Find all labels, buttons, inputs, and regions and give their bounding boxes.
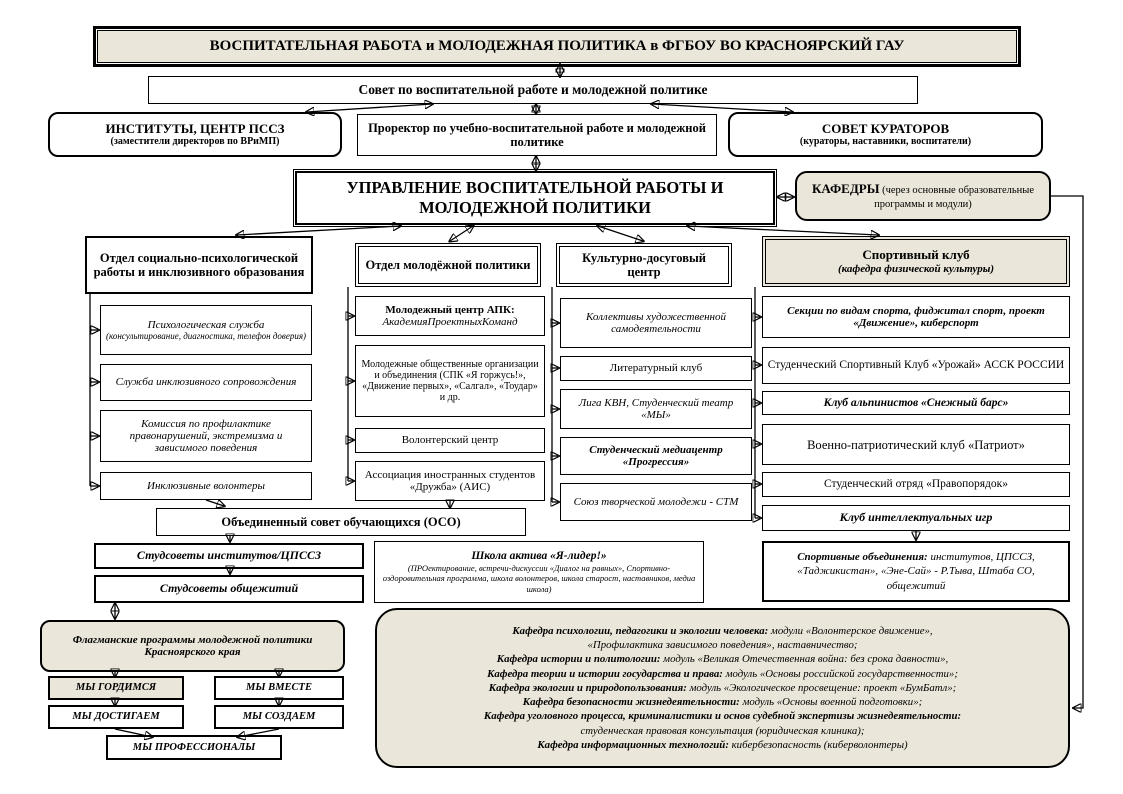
col-social-item-inclusive-volunteers: Инклюзивные волонтеры xyxy=(100,472,312,500)
col-social-item-psych-service: Психологическая служба (консультирование… xyxy=(100,305,312,355)
flagship-programs-box: Флагманские программы молодежной политик… xyxy=(40,620,345,672)
sport-associations-box: Спортивные объединения: институтов, ЦПСС… xyxy=(762,541,1070,602)
col-culture-item-collectives: Коллективы художественной самодеятельнос… xyxy=(560,298,752,348)
kafedra-details-box: Кафедра психологии, педагогики и экологи… xyxy=(375,608,1070,768)
we-achieve-box: МЫ ДОСТИГАЕМ xyxy=(48,705,184,729)
col-sport-item-intellectual-games: Клуб интеллектуальных игр xyxy=(762,505,1070,531)
kafedra-line-criminal-process: Кафедра уголовного процесса, криминалист… xyxy=(483,710,962,723)
col-youth-item-apk-center: Молодежный центр АПК: АкадемияПроектныхК… xyxy=(355,296,545,336)
col-culture-item-mediacenter: Студенческий медиацентр «Прогрессия» xyxy=(560,437,752,475)
col-sport-item-pravoporyadok: Студенческий отряд «Правопорядок» xyxy=(762,472,1070,497)
col-sport-item-ssk: Студенческий Спортивный Клуб «Урожай» АС… xyxy=(762,347,1070,384)
col-social-header: Отдел социально-психологической работы и… xyxy=(85,236,313,294)
col-social-item-commission: Комиссия по профилактике правонарушений,… xyxy=(100,410,312,462)
we-together-box: МЫ ВМЕСТЕ xyxy=(214,676,344,700)
col-sport-item-patriot: Военно-патриотический клуб «Патриот» xyxy=(762,424,1070,465)
col-youth-header: Отдел молодёжной политики xyxy=(355,243,541,287)
kafedra-line-life-safety: Кафедра безопасности жизнедеятельности: … xyxy=(522,696,923,709)
col-youth-item-organizations: Молодежные общественные организации и об… xyxy=(355,345,545,417)
col-culture-item-literary-club: Литературный клуб xyxy=(560,356,752,381)
council-box: Совет по воспитательной работе и молодеж… xyxy=(148,76,918,104)
studsovet-institutes-box: Студсоветы институтов/ЦПССЗ xyxy=(94,543,364,569)
col-culture-item-creative-union: Союз творческой молодежи - СТМ xyxy=(560,483,752,521)
col-sport-item-alpinists: Клуб альпинистов «Снежный барс» xyxy=(762,391,1070,415)
we-create-box: МЫ СОЗДАЕМ xyxy=(214,705,344,729)
col-sport-item-sections: Секции по видам спорта, фиджитал спорт, … xyxy=(762,296,1070,338)
management-box: УПРАВЛЕНИЕ ВОСПИТАТЕЛЬНОЙ РАБОТЫ И МОЛОД… xyxy=(292,168,778,228)
kafedra-line-criminal-process-cont: студенческая правовая консультация (юрид… xyxy=(580,724,865,737)
col-sport-header: Спортивный клуб (кафедра физической куль… xyxy=(762,236,1070,287)
kafedra-line-history: Кафедра истории и политологии: модуль «В… xyxy=(496,653,949,666)
kafedra-line-ecology: Кафедра экологии и природопользования: м… xyxy=(488,681,957,694)
we-proud-box: МЫ ГОРДИМСЯ xyxy=(48,676,184,700)
prorector-box: Проректор по учебно-воспитательной работ… xyxy=(357,114,717,156)
col-youth-item-volunteer-center: Волонтерский центр xyxy=(355,428,545,453)
diagram-title: ВОСПИТАТЕЛЬНАЯ РАБОТА и МОЛОДЕЖНАЯ ПОЛИТ… xyxy=(93,26,1021,67)
col-culture-header: Культурно-досуговый центр xyxy=(556,243,732,287)
school-of-activists-box: Школа актива «Я-лидер!» (ПРОектирование,… xyxy=(374,541,704,603)
institutes-box: ИНСТИТУТЫ, ЦЕНТР ПССЗ (заместители дирек… xyxy=(48,112,342,157)
curators-box: СОВЕТ КУРАТОРОВ (кураторы, наставники, в… xyxy=(728,112,1043,157)
col-social-item-inclusive-service: Служба инклюзивного сопровождения xyxy=(100,364,312,401)
kafedra-line-psychology-cont: «Профилактика зависимого поведения», нас… xyxy=(587,639,858,652)
departments-box: КАФЕДРЫ (через основные образовательные … xyxy=(795,171,1051,221)
kafedra-line-state-law: Кафедра теории и истории государства и п… xyxy=(487,667,958,680)
col-youth-item-foreign-students: Ассоциация иностранных студентов «Дружба… xyxy=(355,461,545,501)
studsovet-dorms-box: Студсоветы общежитий xyxy=(94,575,364,603)
we-professionals-box: МЫ ПРОФЕССИОНАЛЫ xyxy=(106,735,282,760)
kafedra-line-psychology: Кафедра психологии, педагогики и экологи… xyxy=(512,624,933,637)
oso-box: Объединенный совет обучающихся (ОСО) xyxy=(156,508,526,536)
kafedra-line-it: Кафедра информационных технологий: кибер… xyxy=(537,738,908,751)
col-culture-item-kvn-theater: Лига КВН, Студенческий театр «МЫ» xyxy=(560,389,752,429)
